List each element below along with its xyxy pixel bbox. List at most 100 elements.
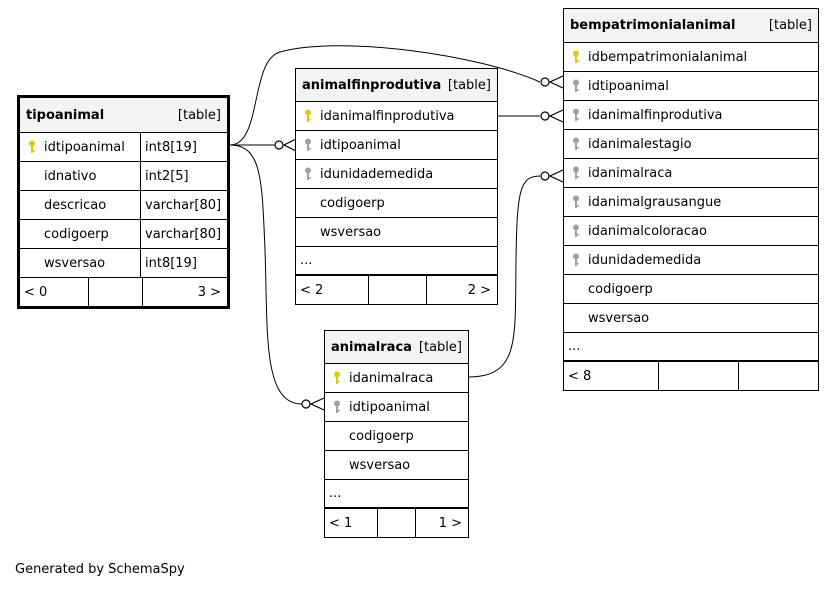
table-kind: [table] — [177, 107, 221, 123]
column-type: int2[5] — [140, 162, 227, 190]
table-animalraca[interactable]: animalraca [table] idanimalraca idtipoani… — [324, 330, 469, 538]
foreign-key-icon — [325, 400, 349, 414]
column-row[interactable]: wsversao int8[19] — [20, 249, 227, 278]
column-type: varchar[80] — [140, 191, 227, 219]
optional-marker — [540, 111, 550, 121]
column-row[interactable]: idanimalfinprodutiva — [564, 101, 818, 130]
primary-key-icon — [296, 109, 320, 123]
crows-foot-marker — [309, 397, 325, 411]
crows-foot-marker — [548, 169, 564, 183]
column-row[interactable]: codigoerp — [325, 422, 468, 451]
column-row[interactable]: idanimalgrausangue — [564, 188, 818, 217]
table-header: bempatrimonialanimal [table] — [564, 9, 818, 43]
footer-middle — [88, 278, 143, 306]
foreign-key-icon — [564, 108, 588, 122]
child-count[interactable]: 2 > — [467, 282, 491, 298]
column-row[interactable]: idnativo int2[5] — [20, 162, 227, 191]
foreign-key-icon — [296, 138, 320, 152]
column-name: wsversao — [44, 255, 106, 271]
optional-marker — [540, 77, 550, 87]
footer-middle — [658, 362, 739, 390]
column-name: idanimalraca — [349, 370, 434, 386]
column-name: idanimalgrausangue — [588, 194, 722, 210]
child-count[interactable]: 3 > — [197, 284, 221, 300]
column-name: idanimalfinprodutiva — [320, 108, 455, 124]
parent-count[interactable]: < 8 — [568, 368, 592, 384]
column-row[interactable]: idtipoanimal — [325, 393, 468, 422]
column-name: codigoerp — [44, 226, 109, 242]
column-row[interactable]: idtipoanimal — [296, 131, 497, 160]
column-row[interactable]: idanimalcoloracao — [564, 217, 818, 246]
footer-middle — [377, 509, 416, 537]
column-name: idanimalestagio — [588, 136, 692, 152]
column-row[interactable]: wsversao — [296, 218, 497, 247]
table-kind: [table] — [768, 18, 812, 33]
column-name: idunidademedida — [320, 166, 434, 182]
column-row[interactable]: wsversao — [564, 304, 818, 333]
column-row[interactable]: idanimalraca — [325, 364, 468, 393]
generated-by-label: Generated by SchemaSpy — [15, 562, 185, 577]
primary-key-icon — [325, 371, 349, 385]
column-name: idtipoanimal — [588, 78, 669, 94]
column-row[interactable]: wsversao — [325, 451, 468, 480]
column-row[interactable]: codigoerp — [564, 275, 818, 304]
column-type: int8[19] — [140, 249, 227, 277]
column-name: codigoerp — [588, 281, 653, 297]
column-row[interactable]: idtipoanimal — [564, 72, 818, 101]
crows-foot-marker — [548, 75, 564, 89]
optional-marker — [540, 171, 550, 181]
column-row[interactable]: idbempatrimonialanimal — [564, 43, 818, 72]
relation-tipoanimal-animalraca — [229, 144, 303, 405]
foreign-key-icon — [564, 137, 588, 151]
column-row[interactable]: idtipoanimal int8[19] — [20, 133, 227, 162]
relation-animalraca-bempatrimonialanimal — [467, 175, 541, 378]
table-header: tipoanimal [table] — [20, 98, 227, 133]
column-type: int8[19] — [140, 133, 227, 161]
relation-tipoanimal-bempatrimonialanimal — [229, 45, 541, 146]
column-row[interactable]: codigoerp — [296, 189, 497, 218]
table-header: animalraca [table] — [325, 331, 468, 364]
column-row[interactable]: idanimalraca — [564, 159, 818, 188]
column-name: idanimalfinprodutiva — [588, 107, 723, 123]
child-count[interactable] — [739, 362, 818, 390]
column-name: idtipoanimal — [349, 399, 430, 415]
table-footer: < 8 — [564, 361, 818, 390]
table-footer: < 0 3 > — [20, 278, 227, 306]
column-name: wsversao — [349, 457, 411, 473]
table-name: tipoanimal — [26, 107, 105, 123]
optional-marker — [274, 140, 284, 150]
table-bempatrimonialanimal[interactable]: bempatrimonialanimal [table] idbempatrim… — [563, 8, 819, 391]
parent-count[interactable]: < 1 — [329, 515, 353, 531]
column-name: idtipoanimal — [320, 137, 401, 153]
foreign-key-icon — [296, 167, 320, 181]
crows-foot-marker — [548, 109, 564, 123]
column-row[interactable]: idunidademedida — [564, 246, 818, 275]
table-footer: < 1 1 > — [325, 508, 468, 537]
column-list: idanimalfinprodutiva idtipoanimal idunidad… — [296, 102, 497, 247]
column-row[interactable]: idunidademedida — [296, 160, 497, 189]
column-name: idunidademedida — [588, 252, 702, 268]
column-name: idnativo — [44, 168, 97, 184]
parent-count[interactable]: < 0 — [24, 284, 48, 300]
table-animalfinprodutiva[interactable]: animalfinprodutiva [table] idanimalfinpr… — [295, 68, 498, 305]
crows-foot-marker — [282, 138, 297, 152]
more-columns: ... — [296, 247, 497, 275]
table-name: animalraca — [331, 339, 412, 355]
column-row[interactable]: idanimalestagio — [564, 130, 818, 159]
child-count[interactable]: 1 > — [438, 515, 462, 531]
column-row[interactable]: codigoerp varchar[80] — [20, 220, 227, 249]
column-name: idtipoanimal — [44, 139, 125, 155]
parent-count[interactable]: < 2 — [300, 282, 324, 298]
column-type: varchar[80] — [140, 220, 227, 248]
foreign-key-icon — [564, 79, 588, 93]
column-list: idanimalraca idtipoanimal codigoerp wsversa… — [325, 364, 468, 480]
more-columns: ... — [325, 480, 468, 508]
column-row[interactable]: idanimalfinprodutiva — [296, 102, 497, 131]
table-kind: [table] — [447, 77, 491, 93]
column-name: idanimalraca — [588, 165, 673, 181]
primary-key-icon — [20, 140, 44, 154]
foreign-key-icon — [564, 195, 588, 209]
foreign-key-icon — [564, 166, 588, 180]
